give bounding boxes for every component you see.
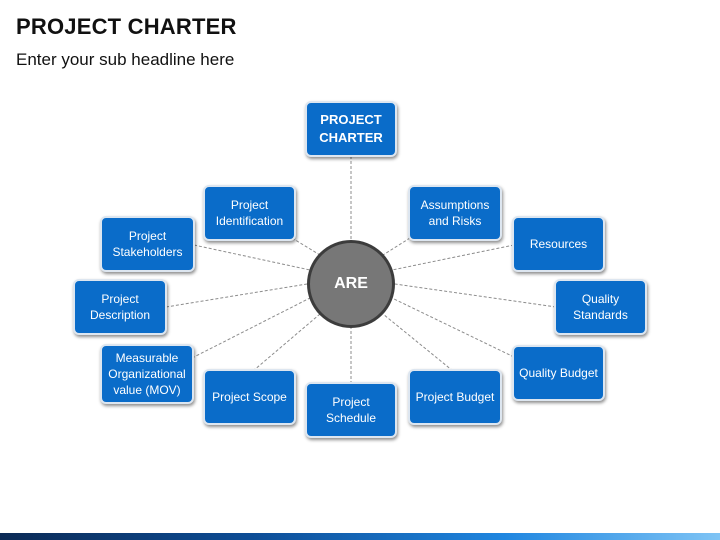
project-description-node: Project Description [73,279,167,335]
slide-subtitle: Enter your sub headline here [16,50,235,69]
connector-resources [391,244,515,271]
project-charter-node: PROJECT CHARTER [305,101,397,157]
project-identification-node: Project Identification [203,185,296,241]
measurable-organizational-value-node: Measurable Organizational value (MOV) [100,344,194,404]
connector-project-stakeholders [193,244,311,271]
project-scope-node: Project Scope [203,369,296,425]
center-hub-label: ARE [334,275,368,292]
quality-budget-node: Quality Budget [512,345,605,401]
slide-title: PROJECT CHARTER [16,14,237,39]
connector-quality-standards [394,283,557,308]
bottom-accent-bar [0,533,720,540]
center-hub: ARE [307,240,395,328]
resources-node: Resources [512,216,605,272]
connector-project-identification [291,237,321,256]
connector-project-scope [252,313,321,372]
connector-project-description [165,283,308,308]
project-schedule-node: Project Schedule [305,382,397,438]
project-budget-node: Project Budget [408,369,502,425]
connector-quality-budget [391,297,515,358]
assumptions-and-risks-node: Assumptions and Risks [408,185,502,241]
connector-assumptions [382,237,411,256]
project-stakeholders-node: Project Stakeholders [100,216,195,272]
connector-project-budget [382,313,454,372]
connector-measurable-value [191,297,311,359]
quality-standards-node: Quality Standards [554,279,647,335]
